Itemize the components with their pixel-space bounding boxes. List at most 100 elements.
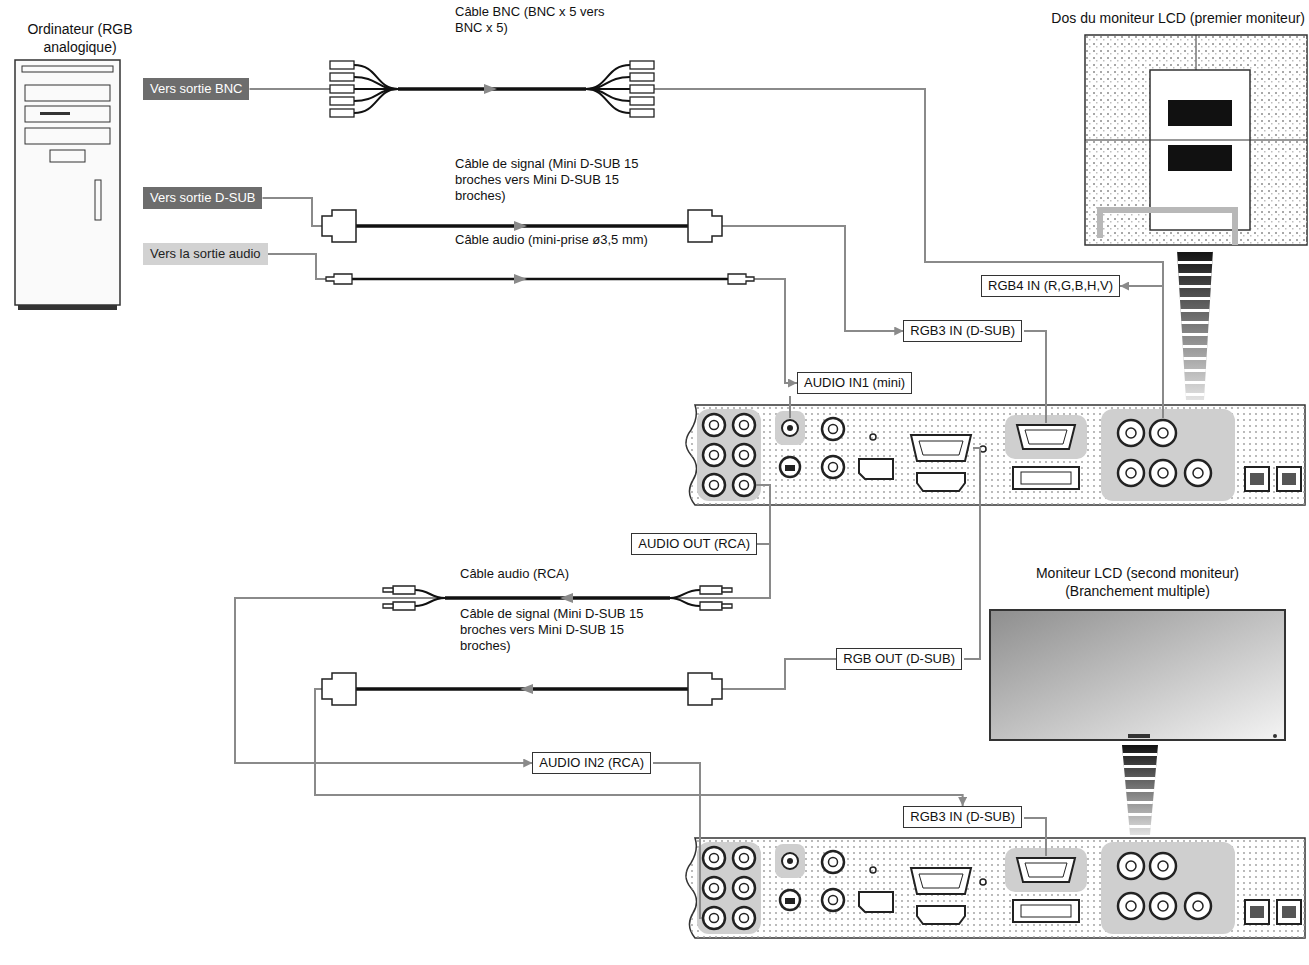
port-label: RGB OUT (D-SUB): [836, 648, 962, 670]
computer-tower: [25, 128, 110, 144]
dsub-cable: [322, 210, 356, 242]
computer-tower: [95, 180, 101, 220]
lcd-monitor-back: [1100, 210, 1235, 245]
bnc-cable: [586, 89, 630, 113]
lcd-monitor-back: [1168, 145, 1232, 171]
bnc-cable: [354, 65, 398, 89]
rca-cable: [670, 590, 700, 598]
bnc-cable: [586, 77, 630, 89]
computer-tower: [15, 60, 120, 305]
port-label: RGB3 IN (D-SUB): [903, 806, 1022, 828]
bnc-cable: [630, 85, 654, 93]
dsub-cable: [688, 210, 722, 242]
tag-text: RGB3 IN (D-SUB): [910, 323, 1015, 339]
port-lead: [1162, 286, 1164, 418]
tag-text: AUDIO IN2 (RCA): [539, 755, 644, 771]
bnc-cable: [354, 89, 398, 113]
output-tag: Vers la sortie audio: [143, 243, 268, 265]
rca-cable: [670, 598, 700, 606]
signal-wedge: [1177, 250, 1213, 400]
rca-cable: [445, 596, 670, 600]
dsub-cable: [322, 673, 356, 705]
mini-jack-cable: [326, 274, 352, 284]
bnc-cable: [354, 77, 398, 89]
tag-text: RGB OUT (D-SUB): [843, 651, 955, 667]
rca-cable: [700, 586, 722, 594]
lcd-monitor-front: [990, 610, 1285, 740]
cable-connector: [262, 198, 903, 331]
cable-label: Câble BNC (BNC x 5 vers BNC x 5): [455, 4, 635, 36]
output-tag: Vers sortie BNC: [143, 78, 249, 100]
port-lead: [789, 396, 791, 418]
port-lead: [964, 448, 980, 659]
port-lead: [1024, 331, 1046, 423]
computer: Ordinateur (RGB analogique): [15, 60, 120, 305]
rca-cable: [383, 588, 393, 592]
lcd-monitor-back: [1085, 35, 1307, 245]
bnc-cable: [330, 61, 654, 117]
lcd-monitor-back: [1150, 70, 1250, 230]
terminal-panel: [686, 405, 1305, 505]
rca-cable: [393, 586, 415, 594]
dsub-cable: [520, 684, 533, 694]
monitor: Dos du moniteur LCD (premier moniteur): [1085, 35, 1307, 245]
port-lead: [1024, 818, 1046, 856]
cable-label: Câble audio (RCA): [460, 566, 660, 582]
signal-wedge: [1177, 250, 1213, 400]
lcd-monitor-front: [1128, 734, 1150, 738]
lcd-monitor-back: [1085, 140, 1307, 141]
bnc-cable: [484, 84, 497, 94]
rca-cable: [722, 604, 732, 608]
bnc-cable: [630, 73, 654, 81]
rca-cable: [393, 602, 415, 610]
dsub-cable: [322, 673, 722, 705]
rca-cable: [722, 588, 732, 592]
bnc-cable: [586, 65, 630, 89]
bnc-cable: [354, 65, 630, 113]
bnc-cable: [330, 61, 654, 117]
terminal-panel: [686, 838, 1305, 938]
heading: Dos du moniteur LCD (premier moniteur): [1051, 9, 1305, 27]
heading: Ordinateur (RGB analogique): [5, 20, 155, 56]
tag-text: Vers la sortie audio: [150, 246, 261, 262]
cable-label: Câble audio (mini-prise ø3,5 mm): [455, 232, 655, 248]
port-lead: [653, 763, 702, 918]
port-label: AUDIO IN1 (mini): [797, 372, 912, 394]
lcd-monitor-front: [990, 610, 1285, 740]
lcd-monitor-back: [1085, 35, 1307, 245]
lcd-monitor-back: [1196, 35, 1197, 70]
computer-tower: [40, 112, 70, 115]
computer-tower: [50, 150, 85, 162]
rca-cable: [415, 590, 700, 606]
heading: Moniteur LCD (second moniteur) (Branchem…: [1008, 564, 1268, 600]
port-label: AUDIO IN2 (RCA): [532, 752, 651, 774]
cable-connector: [268, 254, 797, 383]
mini-jack-cable: [326, 274, 754, 284]
rca-cable: [700, 602, 722, 610]
bnc-cable: [330, 97, 354, 105]
bnc-cable: [330, 109, 354, 117]
tag-text: Vers sortie D-SUB: [150, 190, 255, 206]
tag-text: AUDIO IN1 (mini): [804, 375, 905, 391]
rca-cable: [415, 598, 445, 606]
signal-wedge: [1177, 250, 1213, 400]
rca-cable: [560, 593, 573, 603]
bnc-cable: [630, 97, 654, 105]
cable-connector: [249, 89, 1163, 286]
lcd-monitor-back: [1168, 100, 1232, 126]
computer-tower: [25, 106, 110, 122]
computer-tower: [22, 66, 113, 72]
signal-wedge: [1122, 745, 1158, 835]
lcd-monitor-back: [1085, 35, 1307, 245]
cable-connector: [315, 659, 963, 806]
lcd-monitor-front: [1273, 734, 1277, 738]
tag-text: AUDIO OUT (RCA): [638, 536, 750, 552]
port-label: RGB3 IN (D-SUB): [903, 320, 1022, 342]
signal-wedge: [1122, 745, 1158, 835]
output-tag: Vers sortie D-SUB: [143, 187, 262, 209]
bnc-cable: [330, 73, 354, 81]
port-label: RGB4 IN (R,G,B,H,V): [981, 275, 1120, 297]
computer-tower: [15, 60, 120, 310]
dsub-cable: [514, 221, 527, 231]
